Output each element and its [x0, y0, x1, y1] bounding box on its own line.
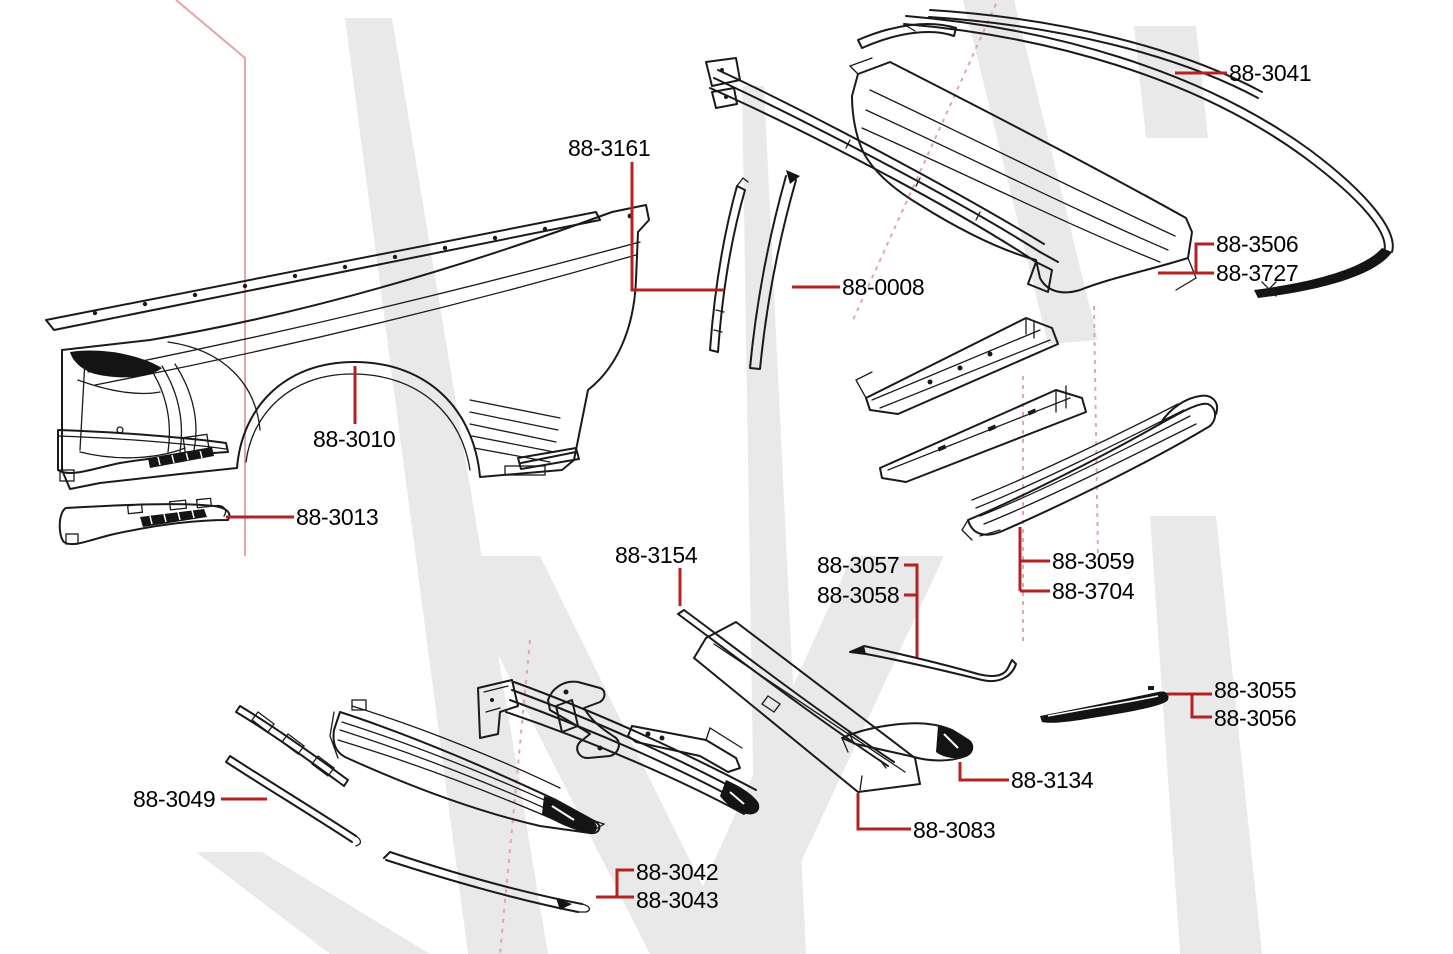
part-label-88-3058: 88-3058	[817, 582, 900, 608]
leader-88-3083	[856, 793, 911, 831]
part-front-fender	[45, 204, 650, 490]
part-label-88-3506: 88-3506	[1216, 231, 1299, 257]
part-label-88-3055: 88-3055	[1214, 677, 1297, 703]
part-trim-strip-88-3057	[849, 645, 1017, 682]
part-windshield-molding-88-3041	[903, 9, 1394, 298]
part-label-88-3043: 88-3043	[636, 887, 719, 913]
leader-88-3057-3058	[904, 563, 919, 657]
part-sill-assembly-88-3154	[677, 609, 921, 793]
part-rocker-panel-88-3059	[961, 394, 1218, 541]
part-cowl-panel	[848, 57, 1197, 294]
part-label-88-3134: 88-3134	[1011, 767, 1094, 793]
part-label-88-3083: 88-3083	[913, 817, 996, 843]
part-label-88-3704: 88-3704	[1052, 578, 1135, 604]
part-label-88-3727: 88-3727	[1216, 260, 1299, 286]
part-bumper-strip-88-3042	[383, 851, 591, 913]
part-label-88-3013: 88-3013	[296, 504, 379, 530]
part-label-88-3154: 88-3154	[615, 542, 698, 568]
part-label-88-3057: 88-3057	[817, 552, 900, 578]
part-sill-strip-88-3055	[1040, 686, 1169, 723]
part-label-88-3059: 88-3059	[1052, 548, 1135, 574]
leader-88-3134	[958, 762, 1009, 782]
part-label-88-3161: 88-3161	[568, 135, 651, 161]
part-label-88-3010: 88-3010	[313, 426, 396, 452]
part-bumper-bracket-flat	[627, 725, 743, 773]
part-bumper-left-half	[329, 699, 606, 835]
part-lower-valance-88-3013	[58, 497, 231, 546]
part-label-88-3056: 88-3056	[1214, 705, 1297, 731]
part-quarter-trim-upper	[855, 317, 1059, 415]
part-label-88-3041: 88-3041	[1229, 60, 1312, 86]
leader-88-3042-3043	[596, 868, 634, 899]
leader-lines	[221, 71, 1227, 899]
part-clip-strip	[235, 705, 349, 787]
leader-88-3506-3727	[1158, 242, 1214, 275]
part-molding-88-3049	[225, 755, 362, 847]
part-label-88-0008: 88-0008	[842, 274, 925, 300]
part-label-88-3042: 88-3042	[636, 859, 719, 885]
leader-88-3055-3056	[1167, 692, 1212, 719]
part-quarter-trim-middle	[879, 385, 1087, 483]
leader-88-3059-3704	[1018, 527, 1050, 593]
part-a-pillar-strips	[709, 170, 800, 370]
watermark-monogram	[175, 0, 1262, 954]
part-bumper-bracket-s	[547, 680, 620, 759]
part-header-rail	[705, 57, 1059, 293]
leader-88-3161	[630, 162, 724, 292]
part-label-88-3049: 88-3049	[133, 786, 216, 812]
